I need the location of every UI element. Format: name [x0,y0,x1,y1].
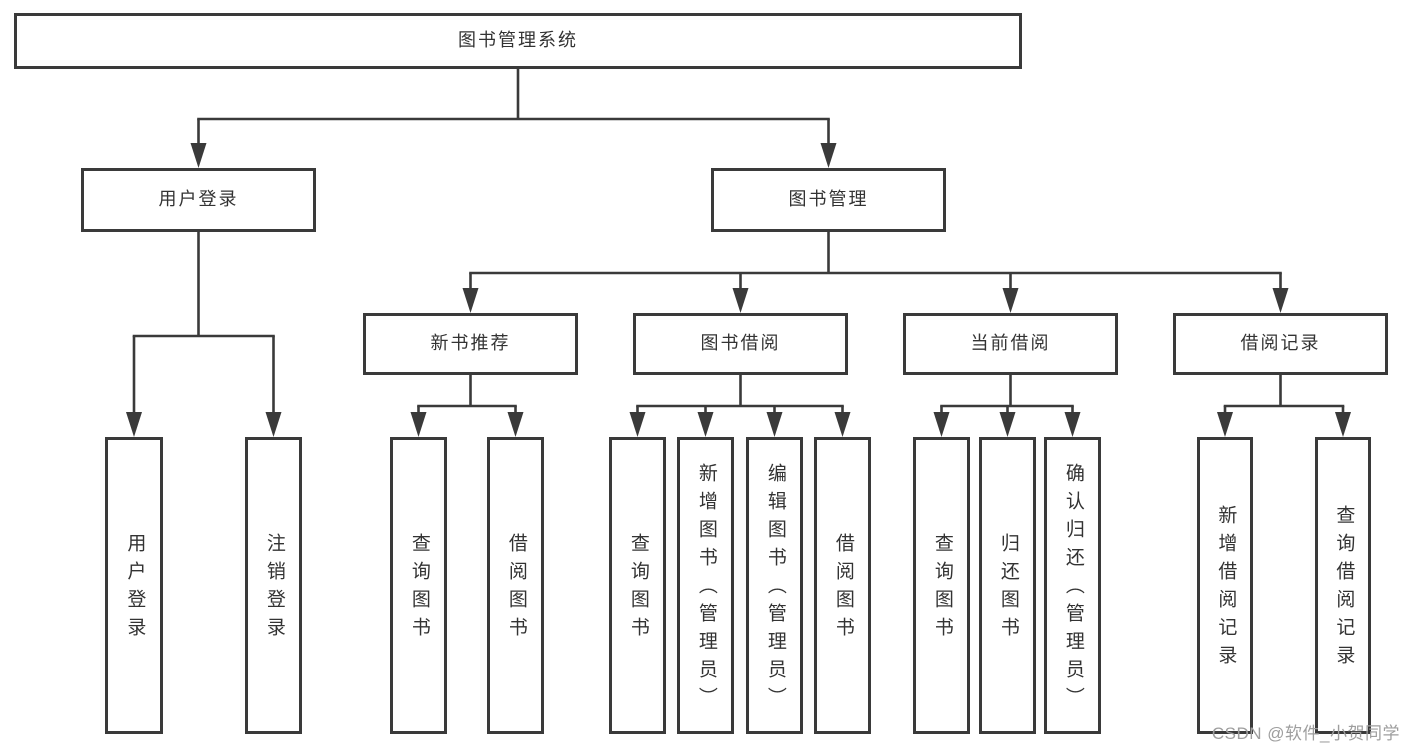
node-book-borrow: 图书借阅 [633,313,848,375]
node-cb-confirm-return: 确认归还（管理员） [1044,437,1101,734]
node-leaf-user-login: 用户登录 [105,437,163,734]
node-bb-borrow-book: 借阅图书 [814,437,871,734]
node-cb-return-book: 归还图书 [979,437,1036,734]
node-br-query-record: 查询借阅记录 [1315,437,1371,734]
node-current-borrow: 当前借阅 [903,313,1118,375]
node-borrow-records: 借阅记录 [1173,313,1388,375]
node-bb-query-book: 查询图书 [609,437,666,734]
node-new-book-rec: 新书推荐 [363,313,578,375]
node-book-management: 图书管理 [711,168,946,232]
node-user-login: 用户登录 [81,168,316,232]
node-nb-borrow-book: 借阅图书 [487,437,544,734]
node-root: 图书管理系统 [14,13,1022,69]
node-br-add-record: 新增借阅记录 [1197,437,1253,734]
node-leaf-logout: 注销登录 [245,437,302,734]
watermark: CSDN @软件_小贺同学 [1211,724,1400,743]
node-bb-edit-book: 编辑图书（管理员） [746,437,803,734]
node-bb-add-book: 新增图书（管理员） [677,437,734,734]
node-cb-query-book: 查询图书 [913,437,970,734]
node-nb-query-book: 查询图书 [390,437,447,734]
